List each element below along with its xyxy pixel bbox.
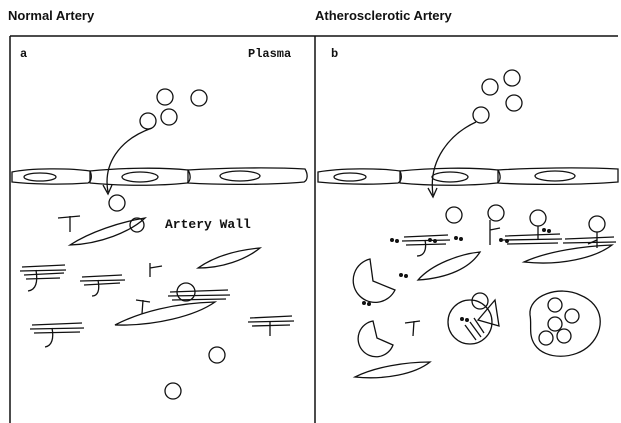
macrophages — [353, 259, 395, 357]
transport-arrow-b — [432, 122, 476, 195]
oxidized-lipid-dots — [362, 228, 551, 322]
matrix-fibres-b — [402, 234, 616, 336]
plasma-particles-b — [473, 70, 522, 123]
wall-particles-b — [446, 205, 605, 248]
lipid-cluster — [530, 291, 600, 356]
fibre-bundle-1 — [20, 265, 66, 291]
fibre-bundle-2 — [80, 275, 125, 296]
plasma-label: Plasma — [248, 47, 291, 61]
macrophage-2 — [358, 321, 393, 357]
macrophage-1 — [353, 259, 395, 302]
plasma-particles-a — [140, 89, 207, 129]
fibre-bundle-4 — [30, 323, 84, 347]
panel-a-letter: a — [20, 47, 27, 61]
smooth-muscle-cells-a — [70, 218, 260, 325]
endothelium-a — [12, 168, 307, 185]
endothelium-b — [318, 168, 618, 185]
foam-cell — [448, 293, 499, 344]
panel-b — [318, 70, 618, 378]
matrix-fibres-a — [20, 216, 294, 347]
fibre-bundle-5 — [248, 316, 294, 336]
smooth-muscle-cells-b — [355, 245, 612, 378]
panel-b-letter: b — [331, 47, 338, 61]
artery-wall-label: Artery Wall — [165, 217, 251, 232]
panel-a — [12, 89, 307, 399]
